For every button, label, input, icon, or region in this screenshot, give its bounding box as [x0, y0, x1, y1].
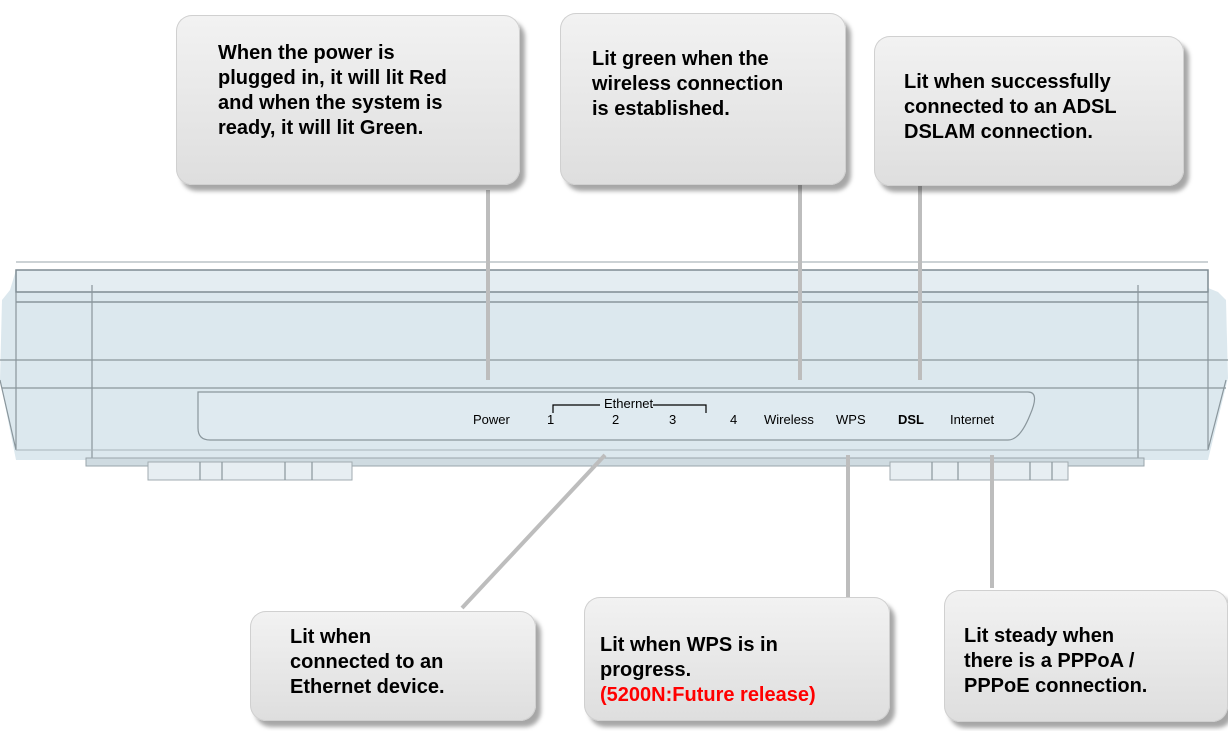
- callout-line: Lit green when the: [592, 48, 769, 70]
- ethernet-group-bracket: [552, 404, 707, 413]
- callout-line: there is a PPPoA /: [964, 650, 1135, 672]
- internet-led-label: Internet: [950, 412, 995, 427]
- power-led-callout: When the power is plugged in, it will li…: [176, 15, 520, 185]
- callout-line: wireless connection: [592, 73, 784, 95]
- callout-line: is established.: [592, 98, 730, 120]
- dsl-led-label: DSL: [898, 412, 924, 427]
- dsl-led-callout: Lit when successfully connected to an AD…: [874, 36, 1184, 186]
- wps-led-label: WPS: [836, 412, 866, 427]
- callout-line: plugged in, it will lit Red: [218, 67, 447, 89]
- callout-line: Lit when WPS is in: [600, 634, 778, 656]
- callout-line: ready, it will lit Green.: [218, 117, 424, 139]
- ethernet-port-3-label: 3: [669, 412, 677, 427]
- power-led-label: Power: [473, 412, 510, 427]
- callout-line: Ethernet device.: [290, 676, 445, 698]
- callout-line: PPPoE connection.: [964, 675, 1148, 697]
- ethernet-group-label: Ethernet: [604, 396, 654, 411]
- ethernet-leader-line: [460, 453, 607, 610]
- callout-line: Lit steady when: [964, 625, 1115, 647]
- ethernet-port-4-label: 4: [730, 412, 738, 427]
- future-release-note: (5200N:Future release): [600, 684, 816, 706]
- callout-line: and when the system is: [218, 92, 443, 114]
- ethernet-port-2-label: 2: [612, 412, 620, 427]
- callout-line: progress.: [600, 659, 692, 681]
- ethernet-led-callout: Lit when connected to an Ethernet device…: [250, 611, 536, 721]
- callout-line: connected to an: [290, 651, 444, 673]
- wireless-led-label: Wireless: [764, 412, 814, 427]
- callout-line: Lit when: [290, 626, 372, 648]
- wps-led-callout: Lit when WPS is in progress. (5200N:Futu…: [584, 597, 890, 721]
- wireless-led-callout: Lit green when the wireless connection i…: [560, 13, 846, 185]
- ethernet-port-1-label: 1: [547, 412, 555, 427]
- callout-line: DSLAM connection.: [904, 121, 1093, 143]
- callout-line: connected to an ADSL: [904, 96, 1117, 118]
- router-device: [0, 261, 1228, 481]
- internet-led-callout: Lit steady when there is a PPPoA / PPPoE…: [944, 590, 1228, 722]
- callout-line: When the power is: [218, 42, 395, 64]
- callout-line: Lit when successfully: [904, 71, 1111, 93]
